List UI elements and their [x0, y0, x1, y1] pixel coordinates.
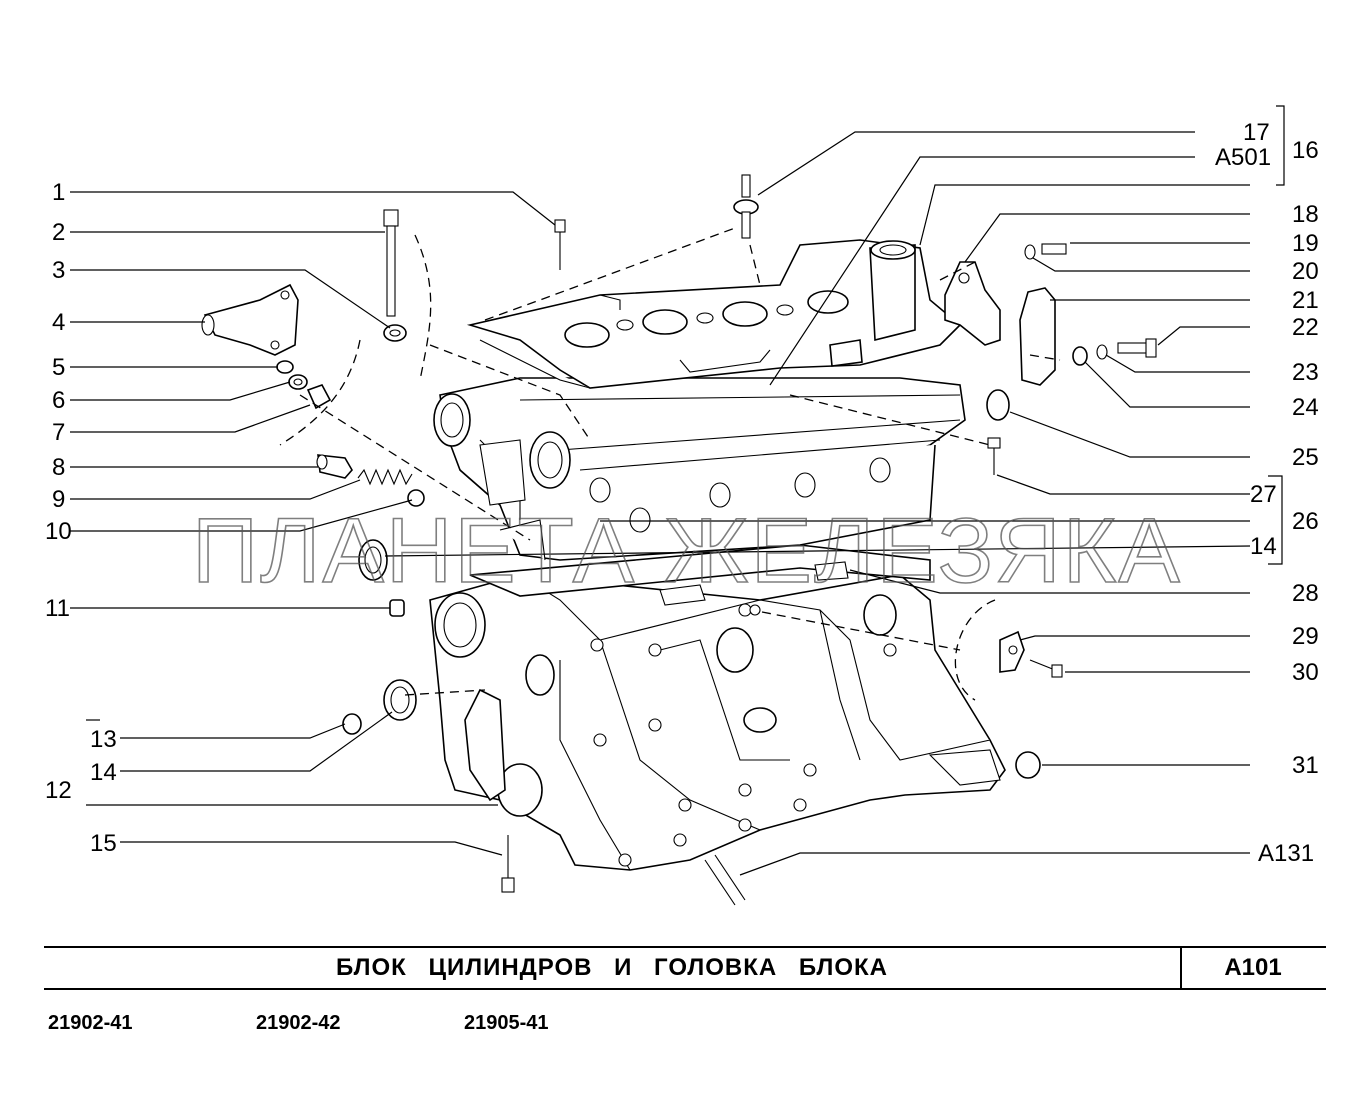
- cylinder-head: [433, 377, 966, 561]
- callout-9: 9: [52, 486, 65, 513]
- head-cover: [466, 239, 962, 389]
- dashed-assembly-lines: [279, 227, 1061, 701]
- callout-27: 27: [1250, 481, 1277, 508]
- callout-16: 16: [1292, 137, 1319, 164]
- model-code-3: 21905-41: [464, 1012, 549, 1034]
- callout-7: 7: [52, 419, 65, 446]
- callout-6: 6: [52, 387, 65, 414]
- callout-30: 30: [1292, 659, 1319, 686]
- callout-23: 23: [1292, 359, 1319, 386]
- model-code-2: 21902-42: [256, 1012, 341, 1034]
- callout-26: 26: [1292, 508, 1319, 535]
- title-bar: БЛОК ЦИЛИНДРОВ И ГОЛОВКА БЛОКА А101: [44, 946, 1326, 990]
- callout-2: 2: [52, 219, 65, 246]
- cylinder-block: [429, 544, 1006, 871]
- callout-12: 12: [45, 777, 72, 804]
- small-parts: [201, 174, 1157, 906]
- callout-28: 28: [1292, 580, 1319, 607]
- page-title: БЛОК ЦИЛИНДРОВ И ГОЛОВКА БЛОКА: [335, 954, 889, 981]
- callout-21: 21: [1292, 287, 1319, 314]
- callout-15: 15: [90, 830, 117, 857]
- callout-18: 18: [1292, 201, 1319, 228]
- callout-5: 5: [52, 354, 65, 381]
- watermark: ПЛАНЕТА ЖЕЛЕЗЯКА: [192, 500, 1182, 602]
- callout-31: 31: [1292, 752, 1319, 779]
- callout-14-right: 14: [1250, 533, 1277, 560]
- callouts-right: 17 А501 16 18 19 20 21 22 23 24 25 27 26…: [1215, 119, 1319, 867]
- callout-8: 8: [52, 454, 65, 481]
- callout-22: 22: [1292, 314, 1319, 341]
- callout-3: 3: [52, 257, 65, 284]
- callout-a131: А131: [1258, 840, 1314, 867]
- callout-29: 29: [1292, 623, 1319, 650]
- callout-20: 20: [1292, 258, 1319, 285]
- exploded-view-diagram: 1 2 3 4 5 6 7 8 9 10 11 12 13 14 15 17 А…: [45, 105, 1319, 906]
- callout-17: 17: [1243, 119, 1270, 146]
- leader-lines: [70, 105, 1285, 876]
- callout-1: 1: [52, 179, 65, 206]
- callout-10: 10: [45, 518, 72, 545]
- callout-14-left: 14: [90, 759, 117, 786]
- model-code-1: 21902-41: [48, 1012, 133, 1034]
- callout-19: 19: [1292, 230, 1319, 257]
- callouts-left: 1 2 3 4 5 6 7 8 9 10 11 12 13 14 15: [45, 179, 117, 857]
- callout-13: 13: [90, 726, 117, 753]
- callout-4: 4: [52, 309, 65, 336]
- title-divider: [1180, 948, 1182, 988]
- callout-24: 24: [1292, 394, 1319, 421]
- callout-11: 11: [45, 595, 70, 622]
- callout-25: 25: [1292, 444, 1319, 471]
- diagram-code: А101: [1224, 954, 1282, 981]
- callout-a501: А501: [1215, 144, 1271, 171]
